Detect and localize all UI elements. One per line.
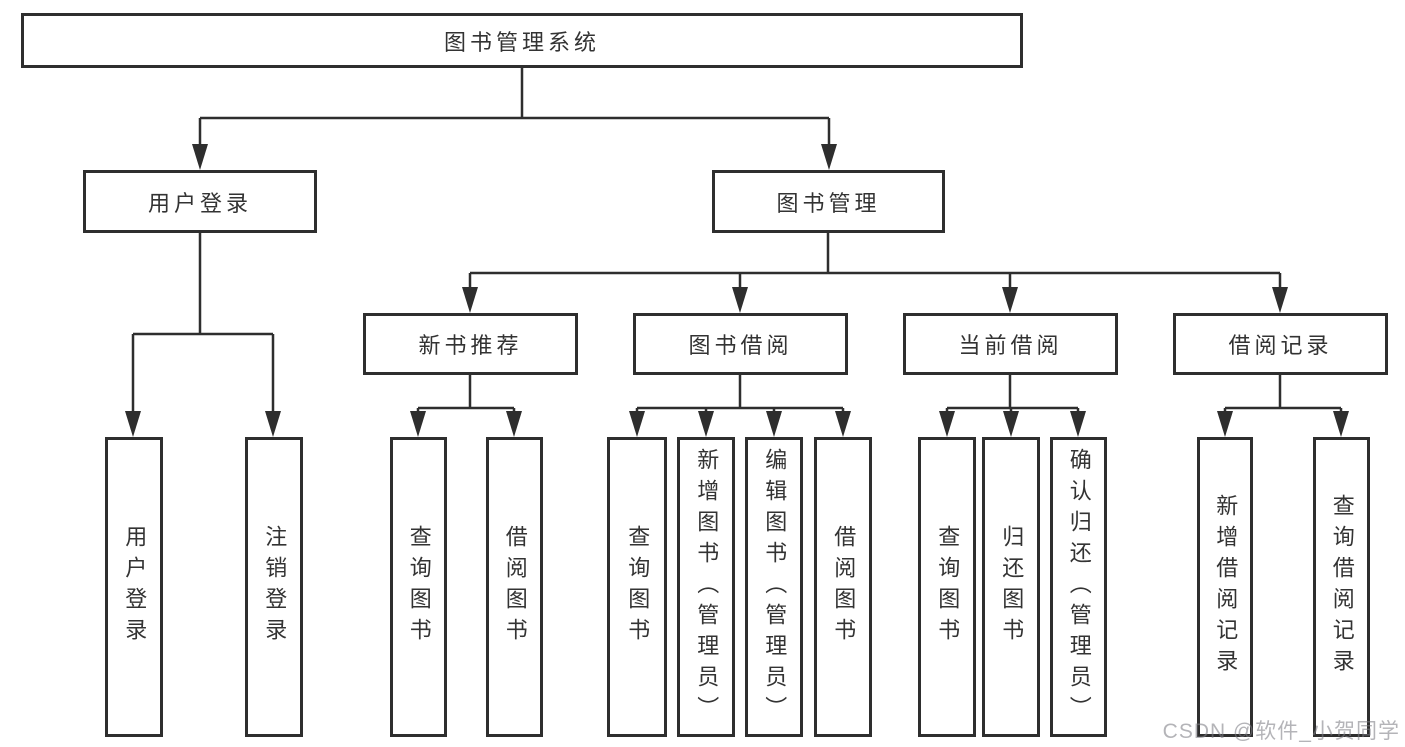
node-borrowing-query-book: 查询图书 — [607, 437, 667, 737]
watermark: CSDN @软件_小贺同学 — [1162, 720, 1400, 743]
node-confirm-return-admin-label: 确认归还（管理员） — [1066, 447, 1092, 727]
node-book-borrowing: 图书借阅 — [633, 313, 848, 375]
node-add-book-admin-label: 新增图书（管理员） — [694, 447, 720, 727]
node-add-borrow-record: 新增借阅记录 — [1197, 437, 1253, 737]
node-book-management: 图书管理 — [712, 170, 945, 233]
node-borrowing-query-book-label: 查询图书 — [625, 525, 651, 649]
node-confirm-return-admin: 确认归还（管理员） — [1050, 437, 1107, 737]
node-recommend-borrow-book-label: 借阅图书 — [502, 525, 528, 649]
node-query-borrow-record-label: 查询借阅记录 — [1329, 494, 1355, 680]
node-book-management-label: 图书管理 — [776, 190, 881, 216]
node-logout: 注销登录 — [245, 437, 303, 737]
node-borrowing-records-label: 借阅记录 — [1228, 333, 1333, 358]
node-library-system-label: 图书管理系统 — [443, 29, 600, 55]
node-new-book-recommend-label: 新书推荐 — [418, 333, 523, 358]
node-return-book: 归还图书 — [982, 437, 1040, 737]
node-borrowing-borrow-book: 借阅图书 — [814, 437, 872, 737]
node-current-query-book: 查询图书 — [918, 437, 976, 737]
node-current-borrowing-label: 当前借阅 — [958, 333, 1063, 358]
node-book-borrowing-label: 图书借阅 — [688, 333, 793, 358]
node-user-login-label: 用户登录 — [122, 525, 148, 649]
node-add-book-admin: 新增图书（管理员） — [677, 437, 735, 737]
node-new-book-recommend: 新书推荐 — [363, 313, 578, 375]
node-borrowing-records: 借阅记录 — [1173, 313, 1388, 375]
node-borrowing-borrow-book-label: 借阅图书 — [831, 525, 857, 649]
node-library-system: 图书管理系统 — [21, 13, 1023, 68]
node-recommend-borrow-book: 借阅图书 — [486, 437, 543, 737]
node-recommend-query-book-label: 查询图书 — [406, 525, 432, 649]
node-edit-book-admin-label: 编辑图书（管理员） — [762, 447, 788, 727]
node-logout-label: 注销登录 — [262, 525, 288, 649]
node-add-borrow-record-label: 新增借阅记录 — [1213, 494, 1239, 680]
node-user-login-group-label: 用户登录 — [147, 190, 252, 216]
arrowheads — [125, 144, 1349, 437]
node-edit-book-admin: 编辑图书（管理员） — [745, 437, 803, 737]
node-user-login: 用户登录 — [105, 437, 163, 737]
node-current-query-book-label: 查询图书 — [935, 525, 961, 649]
node-return-book-label: 归还图书 — [999, 525, 1025, 649]
node-current-borrowing: 当前借阅 — [903, 313, 1118, 375]
node-user-login-group: 用户登录 — [83, 170, 317, 233]
node-query-borrow-record: 查询借阅记录 — [1313, 437, 1370, 737]
node-recommend-query-book: 查询图书 — [390, 437, 447, 737]
